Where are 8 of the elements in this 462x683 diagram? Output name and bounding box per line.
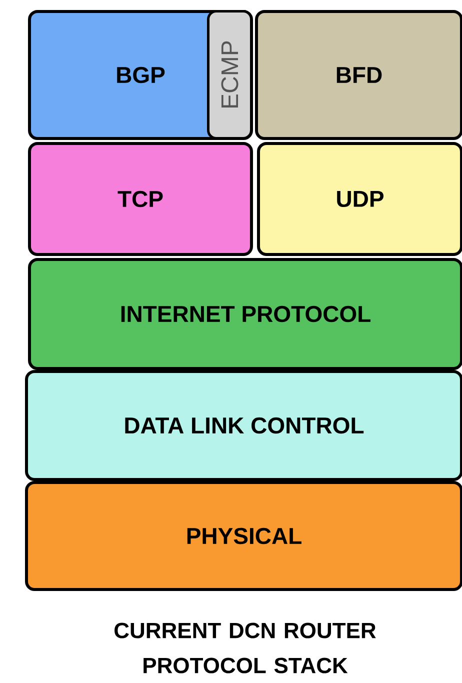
protocol-layer-box: TCP [28, 142, 253, 256]
protocol-layer-box: UDP [257, 142, 462, 256]
caption: CURRENT DCN ROUTER PROTOCOL STACK [114, 622, 376, 674]
protocol-tab: ECMP [207, 10, 252, 140]
protocol-layer-box: DATA LINK CONTROL [25, 370, 462, 481]
protocol-layer-box: BFD [255, 10, 462, 140]
protocol-layer-box: PHYSICAL [25, 481, 462, 591]
protocol-layer-box: INTERNET PROTOCOL [28, 258, 462, 370]
